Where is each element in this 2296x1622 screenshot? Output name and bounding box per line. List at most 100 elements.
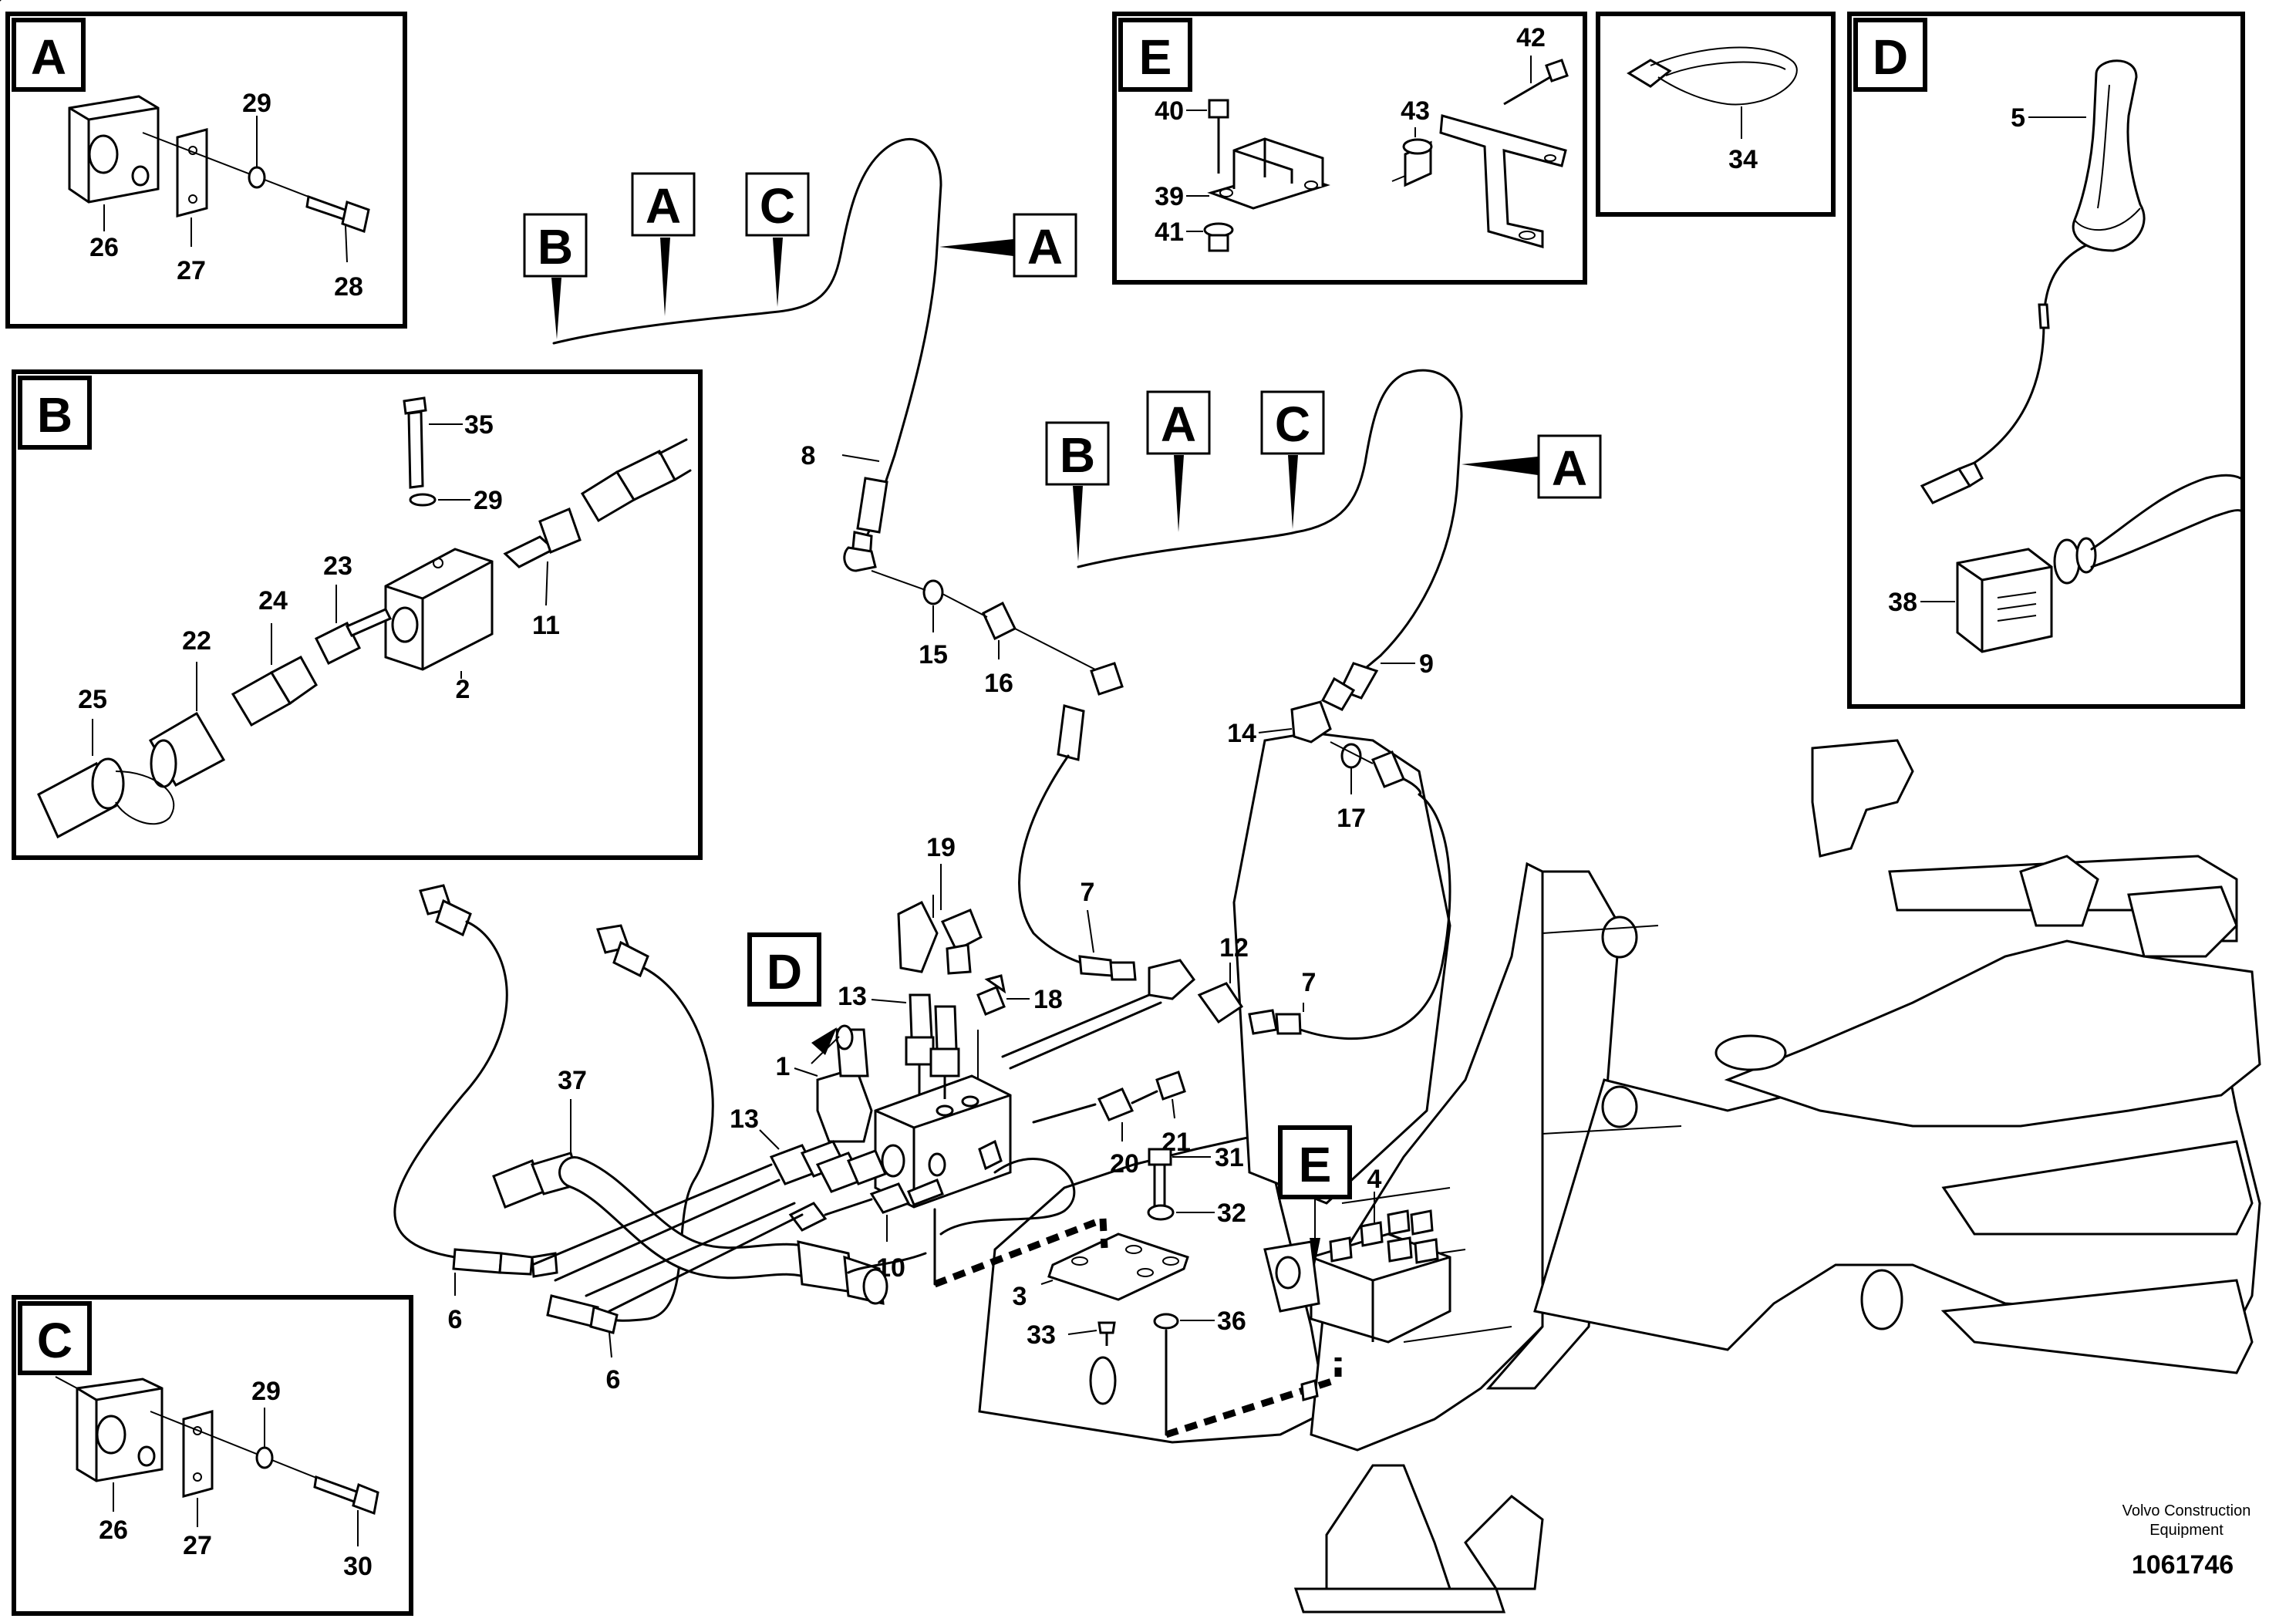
callout-33: 33 — [1027, 1320, 1056, 1350]
callout-29: 29 — [474, 486, 503, 515]
callout-7: 7 — [1302, 968, 1317, 997]
callout-26: 26 — [89, 233, 119, 262]
elbow-14 — [1290, 700, 1332, 744]
callout-38: 38 — [1888, 588, 1917, 617]
route-tag-a-letter: A — [646, 178, 681, 234]
callout-39: 39 — [1155, 182, 1184, 211]
hose-assemblies: 6 6 37 — [393, 884, 1076, 1394]
loader-frame — [978, 731, 2261, 1614]
callout-24: 24 — [258, 586, 288, 615]
bolt-31 — [1148, 1148, 1172, 1216]
mounting-plate-3: 3 — [1013, 1233, 1189, 1311]
callout-22: 22 — [182, 626, 211, 656]
callout-3: 3 — [1013, 1282, 1027, 1311]
footer-credit: Volvo Construction Equipment 1061746 — [2122, 1502, 2251, 1580]
clamp-block-icon — [68, 95, 160, 204]
detail-inset-a: A 29 26 27 28 — [5, 12, 407, 329]
washer-32 — [1147, 1204, 1175, 1221]
callout-7: 7 — [1081, 878, 1095, 907]
nipple-fitting-icon — [503, 507, 582, 568]
callout-26: 26 — [99, 1516, 128, 1545]
fitting-21 — [1155, 1071, 1186, 1101]
adapter-16 — [982, 601, 1017, 641]
dust-cap-icon — [37, 757, 175, 839]
solenoid-valve — [816, 1024, 873, 1143]
detail-inset-e: E 40 39 41 43 — [1112, 12, 1587, 285]
bracket-icon — [1207, 137, 1330, 210]
support-bracket-icon — [1439, 114, 1567, 248]
ref-box-d-letter: D — [767, 944, 802, 1000]
bolt-icon — [1208, 99, 1229, 174]
tee-fitting-12 — [1148, 959, 1244, 1024]
test-hose-fitting-10 — [788, 1179, 944, 1232]
route-tag-a — [631, 172, 696, 237]
callout-29: 29 — [242, 89, 271, 118]
route-tag-c — [1260, 390, 1325, 455]
route-tag-b — [1045, 421, 1110, 486]
route-tag-b — [523, 213, 588, 278]
adapter-fittings-13b — [769, 1140, 888, 1193]
fitting-20 — [1097, 1088, 1135, 1121]
callout-12: 12 — [1219, 933, 1249, 963]
callout-29: 29 — [251, 1377, 281, 1406]
detail-inset-d: D 5 38 — [1847, 12, 2245, 709]
ref-box-d — [747, 932, 821, 1007]
cable-tie-icon — [1627, 46, 1798, 106]
callout-2: 2 — [456, 675, 470, 704]
inset-c-letter: C — [37, 1313, 72, 1368]
callout-23: 23 — [323, 551, 352, 581]
routing-route-1: B A C A — [523, 138, 1077, 457]
company-line-1: Volvo Construction — [2122, 1502, 2251, 1519]
control-valve-4 — [1263, 1209, 1451, 1401]
callout-17: 17 — [1337, 804, 1366, 833]
callout-42: 42 — [1516, 23, 1546, 52]
clamp-block-icon — [76, 1378, 164, 1482]
route-tag-a-end-letter: A — [1552, 440, 1587, 496]
route-tag-c-letter: C — [760, 178, 795, 234]
callout-28: 28 — [334, 272, 363, 302]
washer-icon — [248, 166, 266, 189]
callout-13: 13 — [838, 982, 867, 1011]
callout-13: 13 — [730, 1104, 759, 1134]
washer-icon — [255, 1446, 274, 1469]
callout-31: 31 — [1215, 1143, 1244, 1172]
coupling-icon — [231, 655, 318, 727]
elbow-fitting-19 — [897, 900, 983, 975]
route-tag-c-letter: C — [1275, 396, 1310, 452]
washer-36 — [1153, 1313, 1179, 1330]
test-point-fitting-18 — [976, 974, 1006, 1016]
screw-33 — [1097, 1321, 1116, 1346]
nut-icon — [1203, 222, 1234, 252]
connector-plug-icon — [1920, 461, 1984, 504]
hose-lines: 8 15 16 7 12 7 — [801, 441, 1451, 1070]
callout-25: 25 — [78, 685, 107, 714]
washer-icon — [409, 493, 437, 507]
callout-36: 36 — [1217, 1307, 1246, 1336]
callout-15: 15 — [919, 640, 948, 669]
adapter-fittings-13 — [905, 993, 960, 1099]
route-tag-c — [745, 172, 810, 237]
company-line-2: Equipment — [2149, 1522, 2224, 1539]
callout-40: 40 — [1155, 96, 1184, 126]
joystick-handle-icon — [2072, 59, 2146, 252]
drawing-number: 1061746 — [2132, 1550, 2234, 1580]
callout-32: 32 — [1217, 1199, 1246, 1228]
inset-b-letter: B — [37, 387, 72, 443]
callout-6: 6 — [606, 1365, 621, 1394]
route-tag-a-letter: A — [1161, 396, 1196, 452]
callout-11: 11 — [532, 611, 560, 640]
callout-14: 14 — [1227, 719, 1256, 748]
hose-end-icon — [580, 438, 692, 523]
callout-35: 35 — [464, 410, 494, 440]
callout-16: 16 — [984, 669, 1013, 698]
ref-box-e-letter: E — [1299, 1137, 1332, 1192]
routing-route-2: B A C A — [1045, 369, 1602, 657]
callout-34: 34 — [1728, 145, 1758, 174]
bolt-icon — [1503, 59, 1569, 106]
callout-9: 9 — [1419, 649, 1434, 679]
callout-1: 1 — [776, 1052, 791, 1081]
connector-housing-icon — [1956, 537, 2097, 653]
valve-block — [874, 1074, 1012, 1209]
detail-inset-c: C 29 26 27 30 — [12, 1295, 413, 1616]
